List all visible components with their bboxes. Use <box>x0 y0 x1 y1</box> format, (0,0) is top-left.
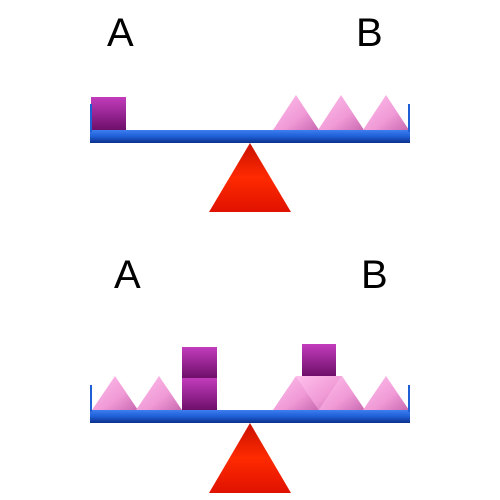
scale-1-label-b: B <box>356 11 383 55</box>
scale-1-fulcrum <box>209 143 291 212</box>
scale-1-label-a: A <box>107 11 134 55</box>
scale-2-fulcrum <box>209 423 291 493</box>
scale-1-triangle-weight <box>363 95 409 130</box>
scale-2-square-weight <box>302 344 336 376</box>
scale-1-triangle-weight <box>318 95 364 130</box>
scale-1-beam <box>90 130 410 143</box>
scale-2-triangle-weight <box>136 376 182 410</box>
scale-1-square-weight <box>91 97 126 130</box>
scale-1-triangle-weight <box>273 95 319 130</box>
scale-2-triangle-weight <box>92 376 138 410</box>
scale-2-triangle-weight <box>363 376 409 410</box>
scale-2-square-weight <box>182 347 217 378</box>
scale-2-triangle-weight <box>296 376 342 410</box>
scale-2-beam <box>90 410 410 423</box>
scale-2-square-weight <box>182 378 217 410</box>
scale-2-triangle-weight <box>273 376 319 410</box>
scale-1 <box>90 95 410 212</box>
scale-2-label-b: B <box>361 253 388 297</box>
scale-2-label-a: A <box>114 253 141 297</box>
scale-2-triangle-weight <box>319 376 365 410</box>
scale-2 <box>90 344 410 493</box>
